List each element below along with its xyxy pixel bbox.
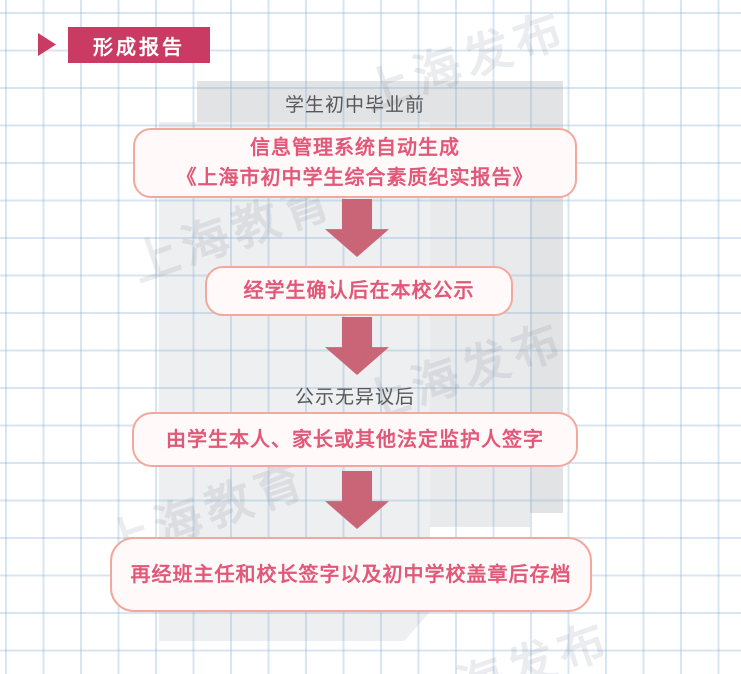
stage-label-before-graduation: 学生初中毕业前: [284, 95, 425, 116]
flow-step-confirm-publicize: 经学生确认后在本校公示: [205, 266, 513, 316]
flow-step-line: 信息管理系统自动生成: [250, 137, 460, 159]
section-title-badge: 形成报告: [68, 27, 210, 63]
stage-label-no-objection: 公示无异议后: [294, 387, 415, 408]
flow-step-line: 《上海市初中学生综合素质纪实报告》: [176, 167, 534, 189]
flow-step-line: 经学生确认后在本校公示: [243, 280, 475, 302]
flow-step-line: 再经班主任和校长签字以及初中学校盖章后存档: [130, 563, 572, 586]
play-triangle-icon: [38, 33, 56, 56]
flow-step-line: 由学生本人、家长或其他法定监护人签字: [166, 428, 544, 451]
flow-step-generate-report: 信息管理系统自动生成 《上海市初中学生综合素质纪实报告》: [133, 128, 577, 198]
flow-step-seal-archive: 再经班主任和校长签字以及初中学校盖章后存档: [110, 537, 592, 612]
flow-step-guardian-signature: 由学生本人、家长或其他法定监护人签字: [132, 412, 578, 467]
